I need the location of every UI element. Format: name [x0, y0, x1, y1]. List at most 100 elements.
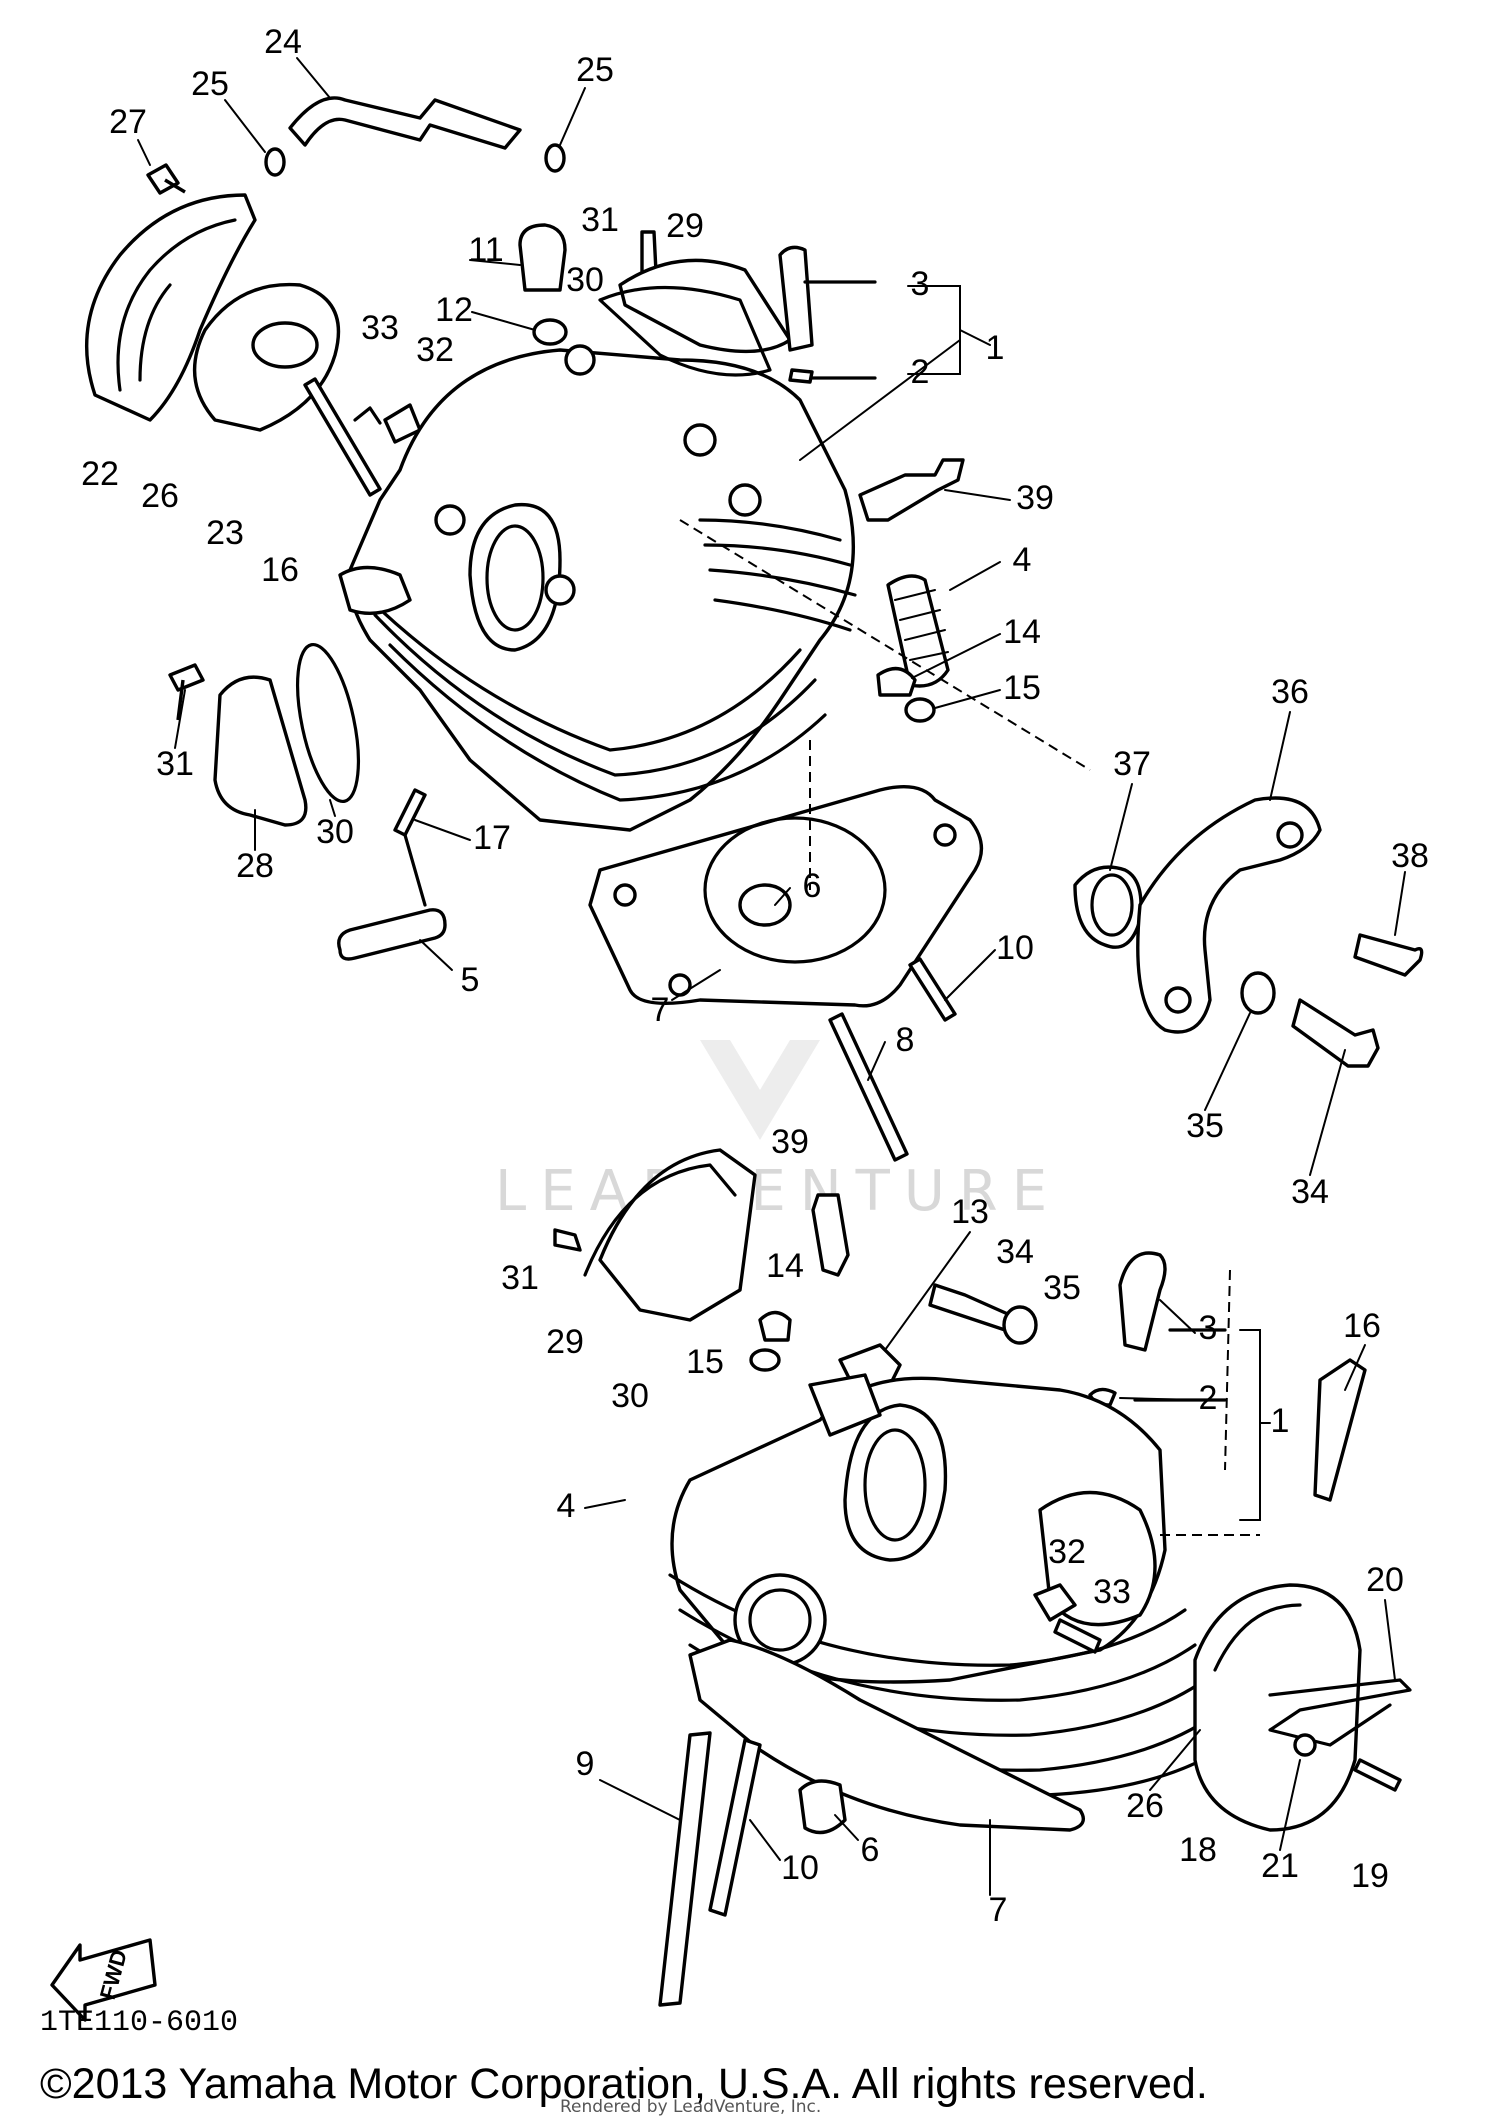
bracket-32-bottom: [1033, 1583, 1077, 1622]
label-8: 8: [896, 1021, 915, 1059]
labels-top: 24 25 25 27 31 29 11 12 30 3 2 1 33 32 2…: [81, 23, 1429, 1211]
bolt-34-top: [1291, 998, 1380, 1068]
watermark-text: LEADVENTURE: [495, 1159, 1061, 1224]
washer-15-top: [904, 697, 936, 723]
cover-29-bottom: [598, 1148, 757, 1322]
side-cover-18: [1193, 1583, 1362, 1832]
label-14a: 14: [1003, 613, 1041, 651]
label-30b: 30: [316, 813, 354, 851]
label-33b: 33: [1093, 1573, 1131, 1611]
stud-10-bottom: [708, 1738, 762, 1917]
stud-8: [828, 1012, 909, 1162]
plate-23-hole: [251, 321, 319, 369]
label-10b: 10: [781, 1849, 819, 1887]
gasket-bore: [703, 816, 887, 964]
label-4a: 4: [1013, 541, 1032, 579]
top-cylinder-head-assembly: [85, 96, 1424, 1162]
bolt-33-bottom: [1053, 1618, 1102, 1654]
exhaust-port-bottom: [1038, 1490, 1157, 1627]
hose-clip-left: [264, 147, 286, 177]
label-32a: 32: [416, 331, 454, 369]
label-31b: 31: [156, 745, 194, 783]
valve-guide-3: [778, 245, 814, 352]
dowel-6-top: [738, 883, 792, 927]
label-25a: 25: [191, 65, 229, 103]
cylinder-head-body: [347, 348, 855, 832]
label-13: 13: [951, 1193, 989, 1231]
plug-11: [518, 223, 567, 292]
label-31c: 31: [501, 1259, 539, 1297]
label-23: 23: [206, 514, 244, 552]
copyright-notice: ©2013 Yamaha Motor Corporation, U.S.A. A…: [40, 2060, 1208, 2108]
label-7a: 7: [651, 991, 670, 1029]
washer-15-bottom: [749, 1348, 781, 1372]
label-2b: 2: [1199, 1379, 1218, 1417]
label-38: 38: [1391, 837, 1429, 875]
label-35a: 35: [1186, 1107, 1224, 1145]
label-24: 24: [264, 23, 302, 61]
stud-9: [658, 1731, 712, 2007]
label-12: 12: [435, 291, 473, 329]
washer-35-top: [1240, 971, 1276, 1015]
label-26b: 26: [1126, 1787, 1164, 1825]
pin-33: [353, 406, 382, 425]
leadventure-watermark: LEADVENTURE: [495, 905, 1061, 1224]
label-30c: 30: [611, 1377, 649, 1415]
gasket-30-top: [598, 285, 772, 377]
breather-hose: [288, 96, 522, 150]
bracket-36: [1136, 796, 1322, 1034]
bolt-19: [1353, 1758, 1402, 1792]
rod-20: [1268, 1678, 1412, 1747]
stud-16: [303, 377, 382, 497]
label-16a: 16: [261, 551, 299, 589]
label-34a: 34: [1291, 1173, 1329, 1211]
side-cover-22: [85, 193, 257, 422]
label-6b: 6: [861, 1831, 880, 1869]
hose-clip-right: [544, 143, 566, 173]
label-30a: 30: [566, 261, 604, 299]
bolt-34-bottom: [928, 1283, 1012, 1332]
label-25b: 25: [576, 51, 614, 89]
forward-arrow-icon: FWD: [50, 1938, 157, 2022]
oring-30: [296, 642, 360, 804]
stud-10-top: [908, 957, 957, 1022]
labels-bottom: 39 13 31 14 34 35 3 16 29 15 30 2 1 4 32…: [501, 1123, 1404, 1929]
label-32b: 32: [1048, 1533, 1086, 1571]
port-stub-13: [808, 1373, 882, 1437]
label-27: 27: [109, 103, 147, 141]
label-22: 22: [81, 455, 119, 493]
washer-12: [532, 318, 568, 346]
label-39a: 39: [1016, 479, 1054, 517]
bottom-cylinder-head-assembly: [553, 1148, 1412, 2007]
dowel-5: [337, 908, 447, 961]
label-37: 37: [1113, 745, 1151, 783]
label-2a: 2: [911, 353, 930, 391]
leader-lines: [137, 57, 1406, 1896]
clip-2: [788, 368, 814, 384]
label-9: 9: [576, 1745, 595, 1783]
spark-plug-39-bottom: [811, 1193, 850, 1277]
cap-nut-14-top: [876, 666, 917, 697]
label-17: 17: [473, 819, 511, 857]
label-3b: 3: [1199, 1309, 1218, 1347]
label-21: 21: [1261, 1847, 1299, 1885]
label-15a: 15: [1003, 669, 1041, 707]
label-16b: 16: [1343, 1307, 1381, 1345]
label-4b: 4: [557, 1487, 576, 1525]
label-15b: 15: [686, 1343, 724, 1381]
stud-17: [393, 788, 427, 837]
label-1a: 1: [986, 329, 1005, 367]
spark-plug-39-top: [858, 458, 965, 522]
rendered-by-credit: Rendered by LeadVenture, Inc.: [560, 2097, 821, 2117]
label-14b: 14: [766, 1247, 804, 1285]
dowel-6-bottom: [798, 1779, 847, 1835]
part-code: 1TE110-6010: [40, 2006, 238, 2040]
stud-16-bottom: [1313, 1358, 1367, 1502]
cap-nut-14-bottom: [758, 1310, 792, 1342]
label-31a: 31: [581, 201, 619, 239]
label-26a: 26: [141, 477, 179, 515]
spring-4-top: [886, 574, 950, 688]
label-18: 18: [1179, 1831, 1217, 1869]
label-10a: 10: [996, 929, 1034, 967]
